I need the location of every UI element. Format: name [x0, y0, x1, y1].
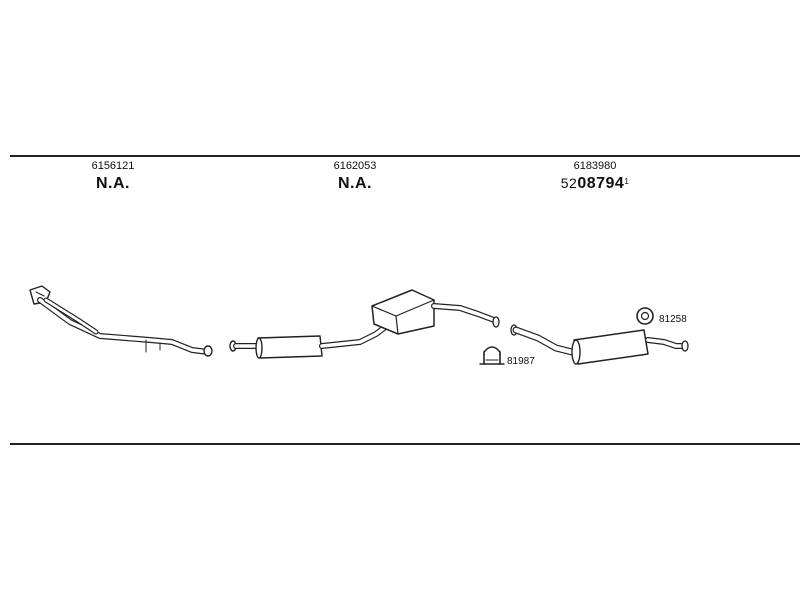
- part-number: 6162053: [333, 160, 377, 172]
- middle-muffler-label: 6162053 N.A.: [310, 160, 400, 194]
- rear-muffler-label: 6183980 52087941: [540, 160, 650, 194]
- front-pipe-label: 6156121 N.A.: [68, 160, 158, 194]
- ring-part-number: 81258: [659, 314, 687, 325]
- part-number: 6183980: [573, 160, 617, 172]
- replacement-number: N.A.: [96, 175, 130, 192]
- replacement-number: 52087941: [560, 175, 630, 192]
- rear-silencer-icon: [510, 324, 689, 365]
- rubber-mount-ring-icon: [636, 307, 654, 325]
- clamp-part-number: 81987: [507, 356, 535, 367]
- replacement-number: N.A.: [338, 175, 372, 192]
- front-pipe-icon: [29, 285, 213, 357]
- middle-silencer-icon: [229, 289, 500, 359]
- top-divider: [10, 155, 800, 157]
- bottom-divider: [10, 443, 800, 445]
- pipe-clamp-icon: [479, 346, 505, 365]
- part-number: 6156121: [91, 160, 135, 172]
